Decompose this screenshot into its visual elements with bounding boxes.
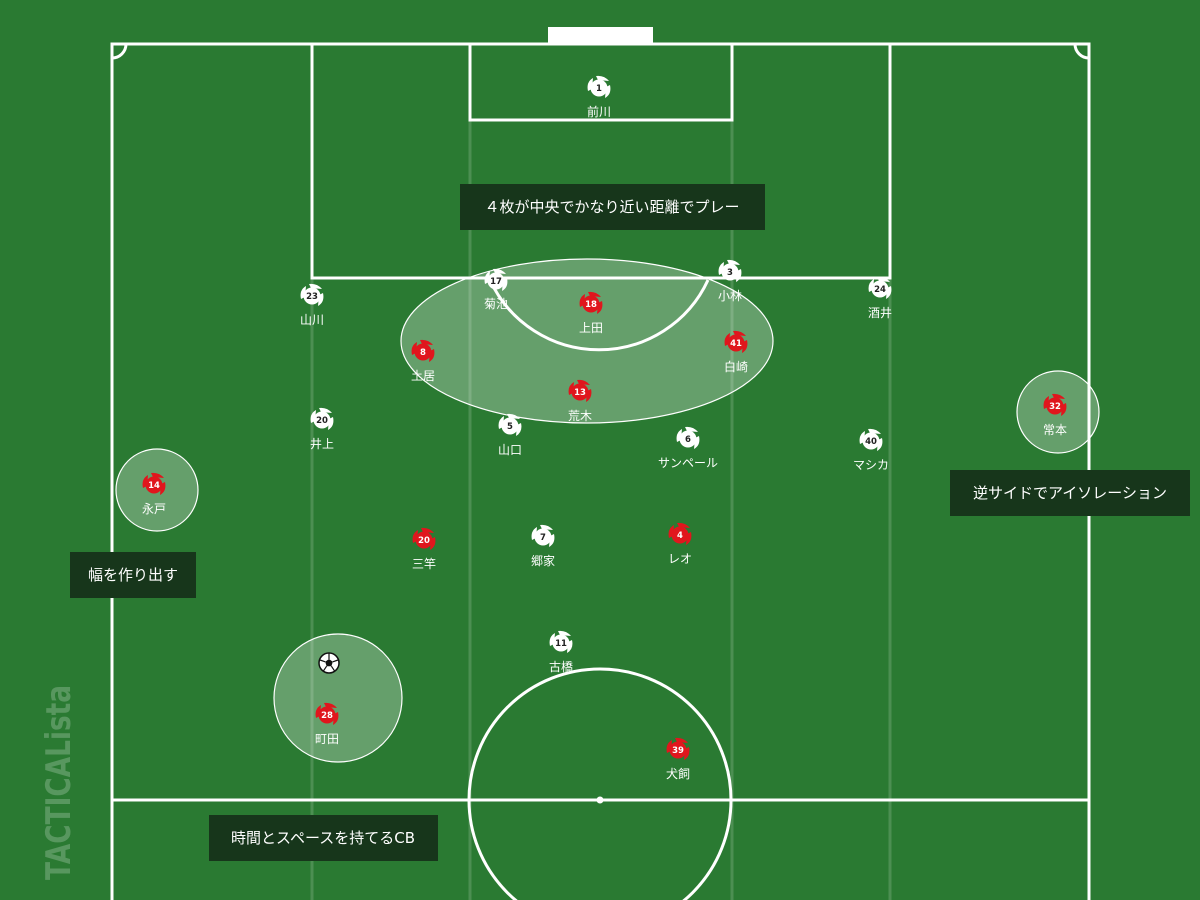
player-name: 古橋 [549,659,573,674]
annotation-width: 幅を作り出す [70,552,196,598]
highlight-zones [115,258,1100,763]
penalty-arc [488,279,710,352]
player-goke: 7 郷家 [531,524,555,568]
player-nagato: 14 永戸 [142,472,166,516]
player-number: 13 [574,388,586,398]
watermark: TACTICALista [39,685,79,880]
player-inukai: 39 犬飼 [666,737,690,781]
player-name: 犬飼 [666,766,690,781]
player-name: サンペール [658,456,718,470]
player-name: 酒井 [868,306,892,320]
player-name: 永戸 [142,502,166,516]
player-yamaguchi: 5 山口 [498,413,522,457]
player-name: 菊池 [484,297,508,311]
player-number: 17 [490,277,502,287]
player-number: 32 [1049,402,1061,412]
annotation-center-four-text: ４枚が中央でかなり近い距離でプレー [484,198,739,216]
player-name: 町田 [315,732,339,746]
player-number: 24 [874,285,886,295]
player-number: 41 [730,339,742,349]
player-number: 23 [306,292,318,302]
annotation-far-side-text: 逆サイドでアイソレーション [973,484,1167,502]
player-number: 28 [321,711,333,721]
player-name: レオ [668,552,692,566]
player-ueda: 18 上田 [579,291,603,335]
player-number: 40 [865,437,877,447]
player-number: 20 [316,416,328,426]
player-name: 郷家 [531,553,555,568]
corner-arc-right [1073,43,1090,60]
cb-zone [273,633,403,763]
player-tsunemoto: 32 常本 [1043,393,1067,437]
annotation-center-four: ４枚が中央でかなり近い距離でプレー [460,184,765,230]
annotation-width-text: 幅を作り出す [88,566,178,584]
player-number: 1 [596,84,602,94]
player-name: 山口 [498,443,522,457]
central-zone [400,258,774,424]
player-name: 白崎 [724,359,748,374]
player-number: 7 [540,533,546,543]
player-number: 18 [585,300,597,310]
player-sampaio: 6 サンペール [658,426,718,470]
player-number: 14 [148,481,160,491]
player-number: 39 [672,746,684,756]
player-doi: 8 土居 [411,339,435,383]
away-players: 1 前川 17 菊池 3 小林 23 山川 24 酒井 [300,75,892,674]
corner-arc-left [111,43,128,60]
player-number: 4 [677,531,683,541]
goal [548,27,653,44]
player-araki: 13 荒木 [568,379,592,423]
player-inoue: 20 井上 [310,407,334,451]
center-spot [596,796,604,804]
player-misao: 20 三竿 [412,527,436,571]
player-yamakawa: 23 山川 [300,283,324,327]
annotation-far-side: 逆サイドでアイソレーション [950,470,1190,516]
player-name: 常本 [1043,423,1067,437]
home-players: 18 上田 8 土居 41 白崎 13 荒木 32 常本 [142,291,1067,781]
player-sakai: 24 酒井 [868,276,892,320]
player-number: 20 [418,536,430,546]
player-number: 6 [685,435,691,445]
player-number: 3 [727,268,733,278]
player-mashika: 40 マシカ [853,428,889,472]
player-name: 土居 [411,369,435,383]
player-maekawa: 1 前川 [587,75,611,119]
player-name: 前川 [587,104,611,119]
player-number: 11 [555,639,567,649]
center-circle [467,667,733,900]
annotation-cb: 時間とスペースを持てるCB [209,815,438,861]
player-name: マシカ [853,458,889,472]
player-leo: 4 レオ [668,522,692,566]
player-kikuchi: 17 菊池 [484,268,508,311]
player-name: 山川 [300,313,324,327]
player-name: 上田 [579,321,603,335]
annotation-cb-text: 時間とスペースを持てるCB [231,829,415,847]
player-name: 荒木 [568,409,592,423]
player-name: 小林 [718,289,742,303]
player-name: 三竿 [412,556,436,571]
player-name: 井上 [310,437,334,451]
player-furuhashi: 11 古橋 [549,630,573,674]
soccer-ball-icon [318,652,340,674]
player-machida: 28 町田 [315,702,339,746]
player-shirasaki: 41 白崎 [724,330,748,374]
player-kobayashi: 3 小林 [718,259,742,303]
player-number: 5 [507,422,513,432]
player-number: 8 [420,348,426,358]
